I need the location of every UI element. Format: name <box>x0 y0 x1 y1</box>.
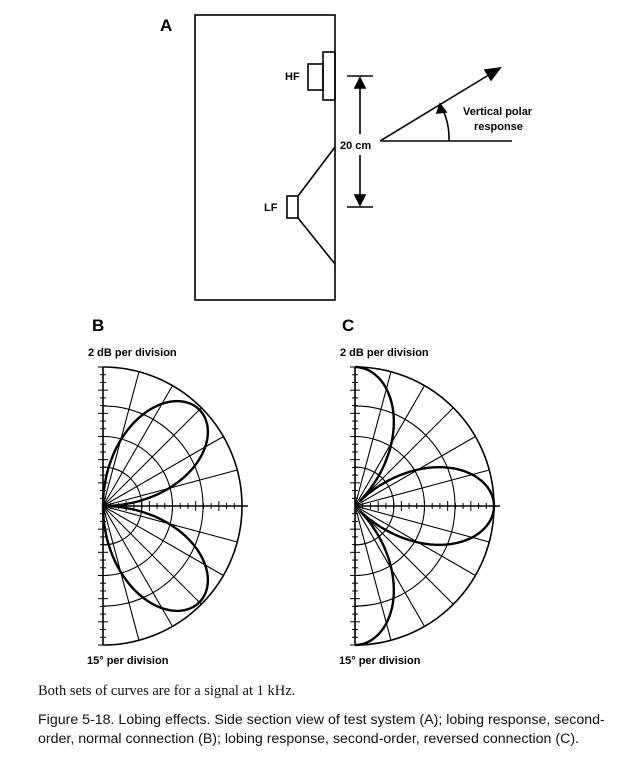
grid-radial <box>354 407 454 507</box>
panel-c-letter: C <box>342 316 354 335</box>
hf-driver-flange <box>322 51 336 101</box>
lf-cone-upper <box>297 146 336 197</box>
panel-b-scale-bottom: 15° per division <box>87 655 169 667</box>
polar-direction-arrowhead <box>483 66 502 82</box>
panel-c-scale-bottom: 15° per division <box>339 655 421 667</box>
grid-radial <box>102 385 173 507</box>
hf-label: HF <box>285 71 300 83</box>
grid-radial <box>102 505 202 605</box>
grid-radial <box>102 436 224 507</box>
panel-b-letter: B <box>92 316 104 335</box>
grid-radial <box>354 371 392 507</box>
lobing-curve-normal <box>101 399 210 613</box>
lf-cone-lower <box>297 217 336 265</box>
angle-arrowhead <box>435 102 448 114</box>
grid-radial <box>354 505 490 543</box>
panel-a-letter: A <box>160 16 172 35</box>
polar-grid-c <box>350 366 500 646</box>
lobing-curve-reversed <box>354 365 496 647</box>
polar-label-line1: Vertical polar <box>463 106 533 118</box>
grid-radial <box>102 505 173 627</box>
polar-label-line2: response <box>474 121 523 133</box>
figure-caption: Figure 5-18. Lobing effects. Side sectio… <box>38 712 605 747</box>
dimension-arrow-up <box>353 76 367 89</box>
grid-radial <box>354 469 490 507</box>
panel-b-scale-top: 2 dB per division <box>88 347 177 359</box>
distance-label: 20 cm <box>340 140 371 152</box>
grid-radial <box>102 407 202 507</box>
grid-radial <box>354 505 454 605</box>
panel-b: B 2 dB per division 15° per division <box>87 316 248 667</box>
panel-c-scale-top: 2 dB per division <box>340 347 429 359</box>
cabinet-outline <box>194 14 336 301</box>
hf-driver <box>307 63 324 91</box>
grid-radial <box>102 505 224 576</box>
grid-radial <box>354 505 392 641</box>
panel-c: C 2 dB per division 15° per division <box>339 316 500 667</box>
polar-direction-line <box>379 72 493 142</box>
panel-a: A HF LF 20 cm Vertical polar response <box>160 14 533 301</box>
lf-driver <box>286 195 299 219</box>
dimension-arrow-down <box>353 194 367 207</box>
lf-label: LF <box>264 202 278 214</box>
figure-note: Both sets of curves are for a signal at … <box>38 683 296 699</box>
